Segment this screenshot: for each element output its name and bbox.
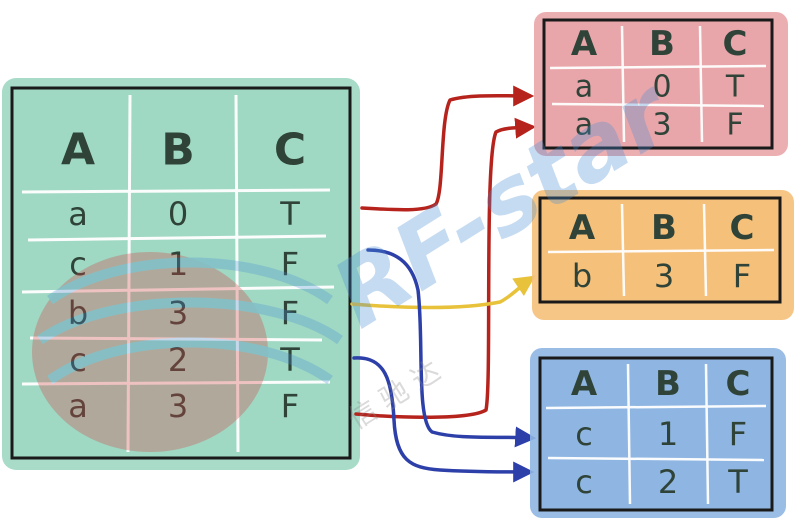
group-c-cell-r1-c2: T bbox=[727, 463, 748, 501]
watermark-globe-icon bbox=[32, 252, 268, 452]
group-table-b: A B Cb 3 F bbox=[532, 190, 794, 320]
source-header-1: B bbox=[161, 125, 195, 176]
source-cell-r0-c2: T bbox=[279, 195, 300, 233]
source-table-frame bbox=[10, 86, 352, 460]
group-b-header-1: B bbox=[651, 208, 677, 248]
source-header-2: C bbox=[274, 125, 306, 176]
arrow-row-b-to-group-b bbox=[350, 275, 536, 310]
arrows bbox=[350, 85, 537, 483]
arrow-row-a1-to-group-a bbox=[360, 85, 535, 212]
group-a-cell-r1-c0: a bbox=[575, 108, 593, 143]
source-cell-r1-c2: F bbox=[281, 245, 299, 283]
group-c-cell-r0-c1: 1 bbox=[658, 415, 678, 453]
group-c-header-1: B bbox=[655, 364, 681, 404]
source-cell-r4-c1: 3 bbox=[168, 387, 188, 425]
source-cell-r4-c2: F bbox=[281, 387, 299, 425]
group-b-cell-r0-c2: F bbox=[733, 257, 751, 295]
arrow-row-a2-to-group-a bbox=[354, 117, 537, 419]
group-a-cell-r0-c0: a bbox=[575, 70, 593, 105]
source-header-0: A bbox=[61, 125, 95, 176]
group-a-cells: A B Ca 0 Ta 3 F bbox=[571, 24, 748, 143]
group-c-frame bbox=[538, 356, 774, 512]
group-c-cell-r0-c2: F bbox=[729, 415, 747, 453]
group-a-cell-r1-c1: 3 bbox=[652, 108, 671, 143]
group-table-a: A B Ca 0 Ta 3 F bbox=[534, 12, 788, 156]
group-a-frame bbox=[542, 18, 774, 150]
source-cell-r2-c1: 3 bbox=[168, 294, 188, 332]
group-c-header-2: C bbox=[726, 364, 751, 404]
group-b-cells: A B Cb 3 F bbox=[569, 208, 755, 295]
group-a-header-1: B bbox=[649, 24, 675, 64]
source-cell-r1-c0: c bbox=[69, 245, 87, 283]
source-cell-r3-c0: c bbox=[69, 341, 87, 379]
group-b-header-0: A bbox=[569, 208, 596, 248]
arrow-row-c1-to-group-c bbox=[366, 248, 537, 448]
source-cell-r1-c1: 1 bbox=[168, 245, 188, 283]
group-b-cell-r0-c1: 3 bbox=[654, 257, 674, 295]
group-a-cell-r0-c1: 0 bbox=[652, 70, 671, 105]
group-a-cell-r1-c2: F bbox=[726, 108, 743, 143]
group-a-cell-r0-c2: T bbox=[725, 70, 745, 105]
group-c-cells: A B Cc 1 Fc 2 T bbox=[571, 364, 751, 501]
group-c-header-0: A bbox=[571, 364, 598, 404]
group-table-c: A B Cc 1 Fc 2 T bbox=[530, 348, 786, 518]
source-cell-r4-c0: a bbox=[68, 387, 88, 425]
source-cell-r2-c0: b bbox=[68, 294, 88, 332]
group-c-cell-r1-c0: c bbox=[575, 463, 593, 501]
group-b-header-2: C bbox=[730, 208, 755, 248]
group-c-cell-r0-c0: c bbox=[575, 415, 593, 453]
source-cell-r0-c1: 0 bbox=[168, 195, 188, 233]
arrow-row-c2-to-group-c bbox=[352, 356, 535, 483]
group-c-cell-r1-c1: 2 bbox=[658, 463, 678, 501]
source-table-lines bbox=[21, 94, 335, 453]
group-a-header-2: C bbox=[723, 24, 748, 64]
group-a-header-0: A bbox=[571, 24, 598, 64]
group-b-cell-r0-c0: b bbox=[572, 257, 592, 295]
source-cell-r2-c2: F bbox=[281, 294, 299, 332]
source-table-cells: ABCa0Tc1Fb3Fc2Ta3F bbox=[61, 125, 306, 426]
source-cell-r3-c2: T bbox=[279, 341, 300, 379]
source-table: ABCa0Tc1Fb3Fc2Ta3F bbox=[2, 78, 360, 470]
source-cell-r3-c1: 2 bbox=[168, 341, 188, 379]
source-cell-r0-c0: a bbox=[68, 195, 88, 233]
